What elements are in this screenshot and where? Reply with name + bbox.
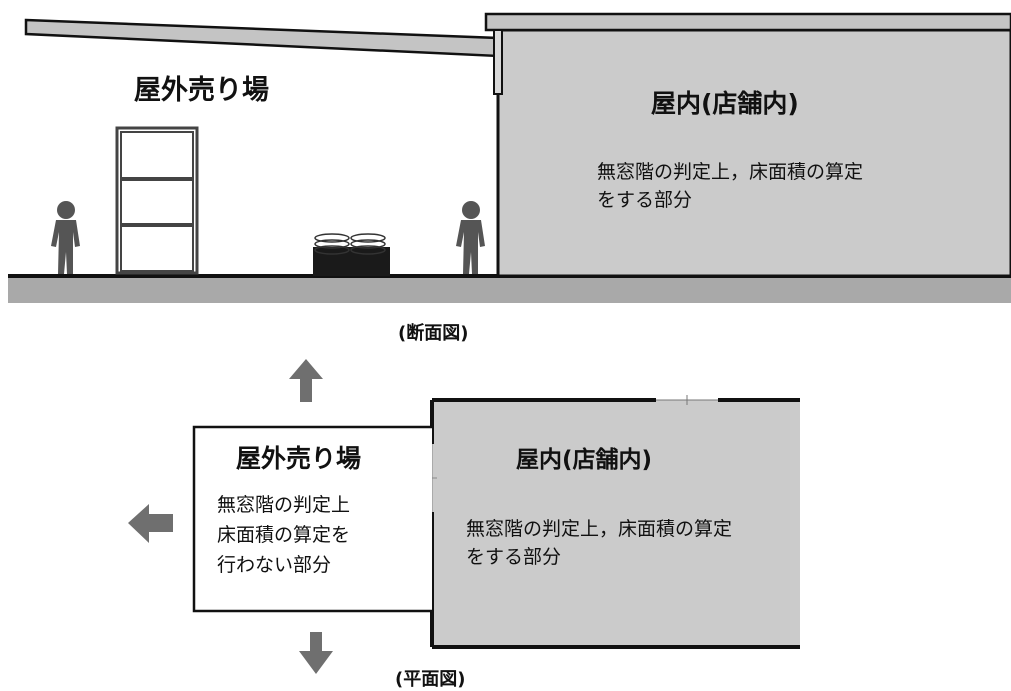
plan-indoor-area — [432, 400, 800, 647]
plan-outdoor-desc-line1: 無窓階の判定上 — [217, 494, 350, 516]
plan-outdoor-label: 屋外売り場 — [236, 444, 361, 473]
product-display-box — [313, 233, 390, 276]
plan-outdoor-desc-line3: 行わない部分 — [217, 554, 331, 576]
section-indoor-desc-line2: をする部分 — [597, 189, 692, 211]
arrow-up-icon — [289, 359, 323, 402]
plan-caption: (平面図) — [395, 669, 465, 690]
section-outdoor-label: 屋外売り場 — [134, 75, 269, 106]
plan-outdoor-desc-line2: 床面積の算定を — [217, 524, 350, 546]
indoor-building — [496, 28, 1011, 278]
wall-post — [493, 29, 503, 95]
arrow-down-icon — [299, 632, 333, 674]
section-caption: (断面図) — [398, 322, 468, 344]
plan-indoor-desc-line1: 無窓階の判定上，床面積の算定 — [466, 518, 732, 540]
plan-indoor-label: 屋内(店舗内) — [516, 447, 652, 473]
canopy-roof — [24, 18, 500, 58]
person-figure-indoor-edge — [456, 201, 485, 274]
person-figure-outdoor — [51, 201, 80, 274]
ground-slab — [8, 276, 1011, 303]
section-view: 屋外売り場 屋内(店舗内) 無窓階の判定上，床面積の算定 をする部分 (断面図) — [8, 12, 1011, 344]
shelf-unit — [115, 126, 199, 275]
arrow-left-icon — [128, 504, 173, 543]
plan-indoor-desc-line2: をする部分 — [466, 546, 561, 568]
section-indoor-label: 屋内(店舗内) — [651, 89, 799, 118]
plan-outdoor-area — [192, 425, 432, 613]
plan-view: 屋外売り場 無窓階の判定上 床面積の算定を 行わない部分 屋内(店舗内) 無窓階… — [128, 359, 800, 690]
building-roof-slab — [484, 12, 1011, 32]
section-indoor-desc-line1: 無窓階の判定上，床面積の算定 — [597, 161, 863, 183]
